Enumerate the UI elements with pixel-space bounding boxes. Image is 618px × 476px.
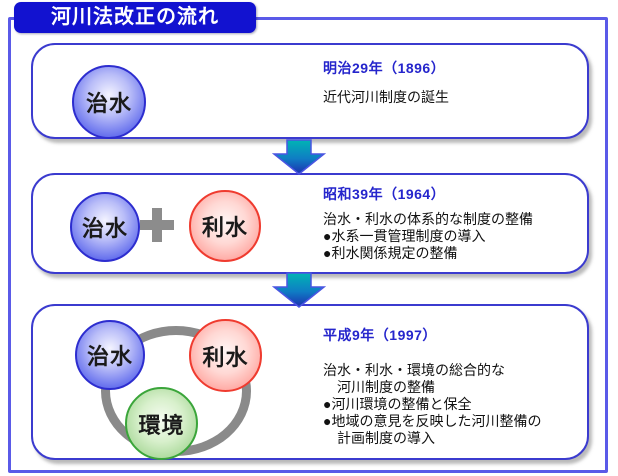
body-line: ●河川環境の整備と保全 xyxy=(323,396,472,412)
chisui-circle: 治水 xyxy=(75,320,145,390)
chisui-circle: 治水 xyxy=(72,65,146,139)
plus-icon xyxy=(140,208,174,242)
era-heading-1964: 昭和39年（1964） xyxy=(323,186,446,202)
kankyo-circle: 環境 xyxy=(125,387,198,460)
stage-1896-box: 治水 明治29年（1896） 近代河川制度の誕生 xyxy=(31,43,589,139)
stage-1997-body: 治水・利水・環境の総合的な 河川制度の整備 ●河川環境の整備と保全 ●地域の意見… xyxy=(323,362,541,447)
plus-bar-vertical xyxy=(152,208,162,242)
kankyo-circle-label: 環境 xyxy=(138,412,185,438)
stage-1896-body: 近代河川制度の誕生 xyxy=(323,89,449,106)
body-line: 近代河川制度の誕生 xyxy=(323,89,449,105)
body-line: ●地域の意見を反映した河川整備の xyxy=(323,413,542,429)
body-line: 治水・利水・環境の総合的な xyxy=(323,362,505,378)
chisui-circle-label: 治水 xyxy=(86,344,133,369)
diagram-title: 河川法改正の流れ xyxy=(14,2,256,33)
risui-circle: 利水 xyxy=(189,319,262,392)
era-heading-1896: 明治29年（1896） xyxy=(323,60,446,76)
body-line: 計画制度の導入 xyxy=(323,430,435,446)
body-line: ●水系一貫管理制度の導入 xyxy=(323,228,486,244)
risui-circle-label: 利水 xyxy=(201,215,248,240)
down-arrow-icon xyxy=(272,272,326,308)
stage-1964-box: 治水 利水 昭和39年（1964） 治水・利水の体系的な制度の整備 ●水系一貫管… xyxy=(31,173,589,274)
stage-1997-box: 治水 利水 環境 平成9年（1997） 治水・利水・環境の総合的な 河川制度の整… xyxy=(31,304,589,460)
down-arrow-icon xyxy=(272,139,326,175)
era-heading-1997: 平成9年（1997） xyxy=(323,327,437,343)
chisui-circle: 治水 xyxy=(70,192,140,262)
outer-frame xyxy=(8,17,608,473)
chisui-circle-label: 治水 xyxy=(81,216,128,241)
risui-circle: 利水 xyxy=(189,190,261,262)
body-line: 河川制度の整備 xyxy=(323,379,435,395)
risui-circle-label: 利水 xyxy=(202,344,249,370)
chisui-circle-label: 治水 xyxy=(85,91,132,116)
body-line: 治水・利水の体系的な制度の整備 xyxy=(323,211,533,227)
body-line: ●利水関係規定の整備 xyxy=(323,245,458,261)
stage-1964-body: 治水・利水の体系的な制度の整備 ●水系一貫管理制度の導入 ●利水関係規定の整備 xyxy=(323,211,533,262)
